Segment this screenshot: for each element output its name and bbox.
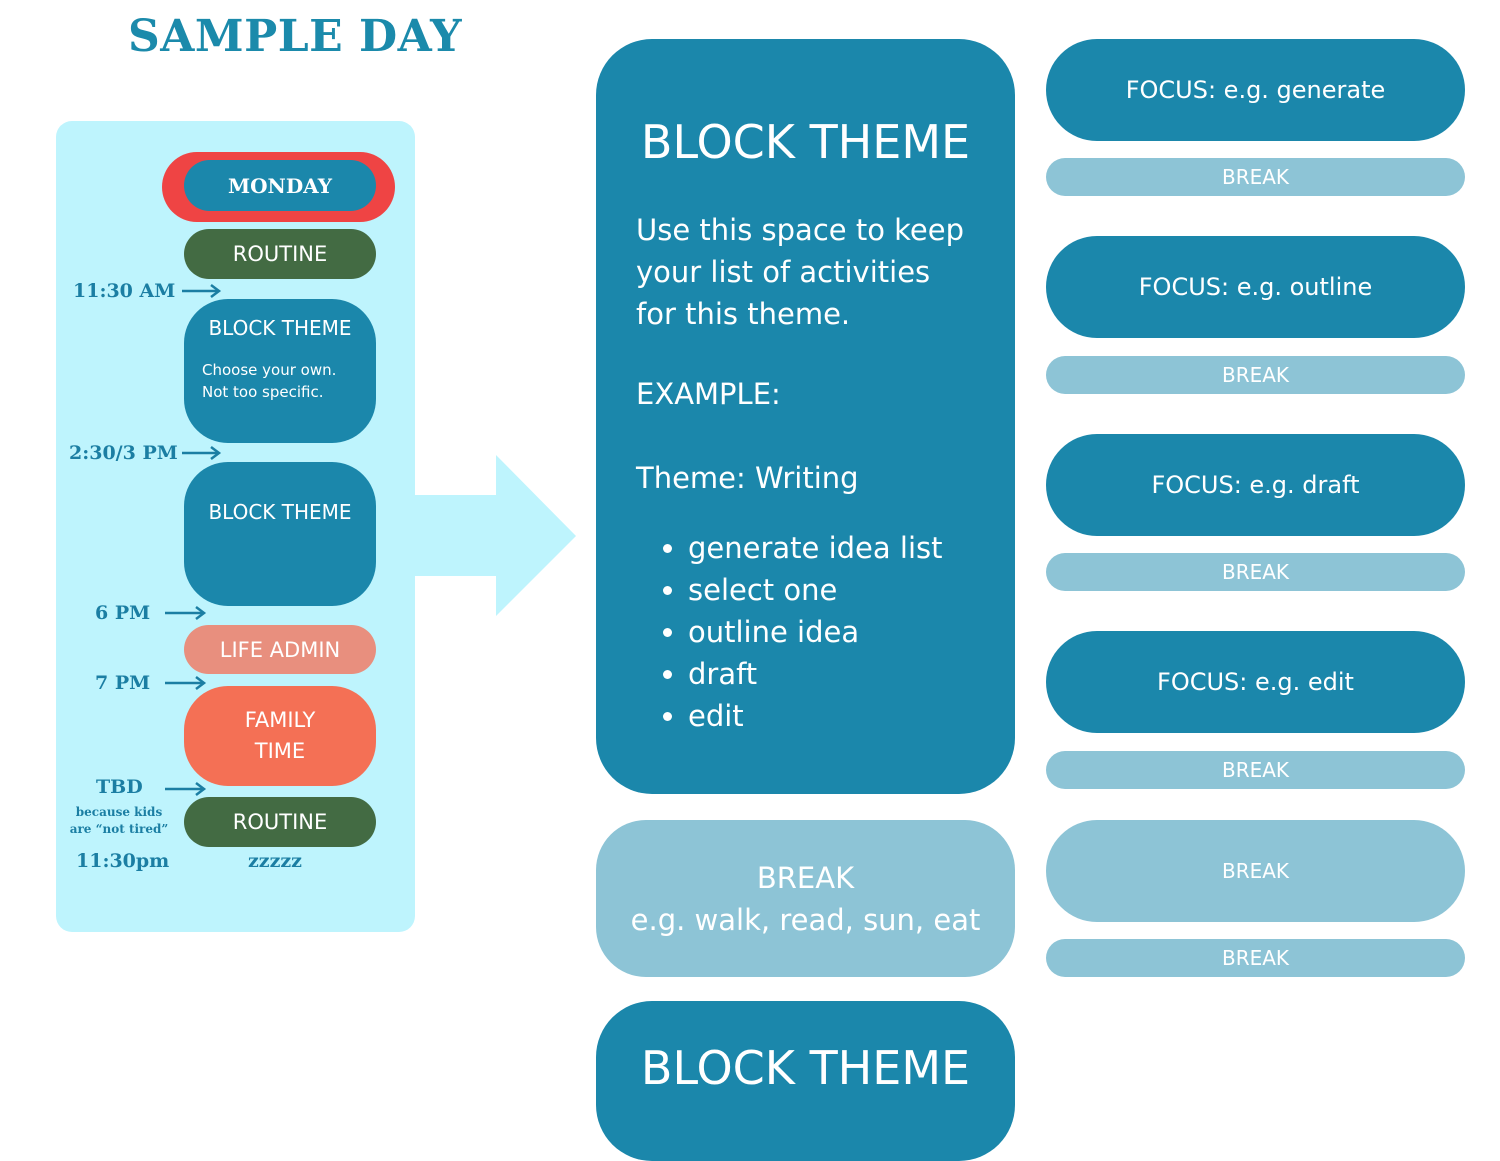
block-theme-2-title: BLOCK THEME	[208, 500, 352, 524]
arrow-right-icon	[165, 676, 207, 690]
focus-block-draft: FOCUS: e.g. draft	[1046, 434, 1465, 536]
block-note-line: Not too specific.	[202, 383, 324, 401]
block-theme-1: BLOCK THEME Choose your own. Not too spe…	[184, 299, 376, 443]
family-time-block: FAMILY TIME	[184, 686, 376, 786]
break-block-large: BREAK	[1046, 820, 1465, 922]
description-line: for this theme.	[636, 297, 851, 331]
block-theme-detail-title: BLOCK THEME	[640, 115, 971, 169]
description-line: your list of activities	[636, 255, 931, 289]
list-item: outline idea	[688, 611, 943, 653]
tbd-note-line: are “not tired”	[69, 822, 169, 836]
break-pill: BREAK	[1046, 939, 1465, 977]
family-time-line: FAMILY	[244, 708, 316, 732]
focus-block-edit: FOCUS: e.g. edit	[1046, 631, 1465, 733]
block-theme-1-title: BLOCK THEME	[208, 316, 352, 340]
arrow-right-icon	[182, 446, 222, 460]
arrow-right-icon	[182, 284, 222, 298]
time-label-1130am: 11:30 AM	[73, 280, 176, 302]
break-detail-block: BREAK e.g. walk, read, sun, eat	[596, 820, 1015, 977]
description-line: Use this space to keep	[636, 213, 965, 247]
break-pill: BREAK	[1046, 751, 1465, 789]
tbd-note: because kids are “not tired”	[60, 804, 178, 838]
family-time-line: TIME	[254, 739, 306, 763]
routine-block-top: ROUTINE	[184, 229, 376, 279]
break-pill: BREAK	[1046, 356, 1465, 394]
focus-block-generate: FOCUS: e.g. generate	[1046, 39, 1465, 141]
big-arrow-right-icon	[414, 455, 576, 616]
list-item: draft	[688, 653, 943, 695]
block-theme-description: Use this space to keep your list of acti…	[636, 209, 964, 335]
life-admin-block: LIFE ADMIN	[184, 625, 376, 674]
break-pill: BREAK	[1046, 158, 1465, 196]
break-pill: BREAK	[1046, 553, 1465, 591]
focus-block-outline: FOCUS: e.g. outline	[1046, 236, 1465, 338]
page-title: SAMPLE DAY	[127, 10, 462, 62]
arrow-right-icon	[165, 782, 207, 796]
tbd-note-line: because kids	[75, 805, 163, 819]
routine-block-bottom: ROUTINE	[184, 797, 376, 847]
day-label: MONDAY	[184, 160, 376, 211]
block-theme-1-note: Choose your own. Not too specific.	[202, 359, 336, 403]
activity-list: generate idea list select one outline id…	[688, 527, 943, 737]
time-label-1130pm: 11:30pm	[76, 850, 170, 872]
block-theme-detail: BLOCK THEME Use this space to keep your …	[596, 39, 1015, 794]
list-item: select one	[688, 569, 943, 611]
list-item: edit	[688, 695, 943, 737]
example-label: EXAMPLE:	[636, 377, 781, 411]
block-theme-2: BLOCK THEME	[184, 462, 376, 606]
break-detail-title: BREAK	[756, 860, 855, 895]
theme-label: Theme: Writing	[636, 461, 859, 495]
block-note-line: Choose your own.	[202, 361, 337, 379]
break-detail-examples: e.g. walk, read, sun, eat	[630, 902, 981, 937]
sleep-label: zzzzz	[248, 850, 302, 872]
block-theme-bottom: BLOCK THEME	[596, 1001, 1015, 1161]
list-item: generate idea list	[688, 527, 943, 569]
time-label-6pm: 6 PM	[95, 602, 151, 624]
time-label-7pm: 7 PM	[95, 672, 151, 694]
arrow-right-icon	[165, 606, 207, 620]
block-theme-bottom-title: BLOCK THEME	[640, 1041, 971, 1095]
time-label-tbd: TBD	[96, 776, 143, 798]
time-label-230pm: 2:30/3 PM	[69, 442, 178, 464]
